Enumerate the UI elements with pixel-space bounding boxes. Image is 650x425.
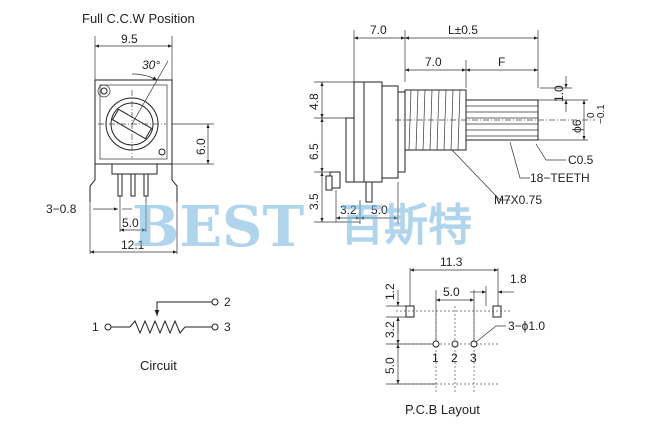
dim-width-label: 9.5 [121, 32, 138, 46]
dim-length-label: L±0.5 [448, 23, 478, 37]
front-view: Full C.C.W Position 9.5 30° 6.0 [46, 11, 214, 254]
dim-pin-label: 3−0.8 [46, 202, 77, 216]
tol-upper-label: 0 [586, 112, 597, 118]
side-body [353, 81, 383, 183]
watermark-cjk: 百斯特 [340, 200, 472, 251]
dim-tip-label: 1.0 [552, 85, 566, 102]
dim-body-label: 7.0 [370, 23, 387, 37]
dim-mid-label: 6.5 [307, 143, 321, 160]
brand-watermark: BEST 百斯特 [132, 194, 472, 260]
tol-lower-label: −0.1 [596, 104, 607, 124]
pcb-width-label: 11.3 [440, 255, 463, 269]
pcb-row-label: 3.2 [383, 321, 397, 338]
teeth-label: 18−TEETH [530, 171, 590, 185]
pcb-holes-label: 3−ϕ1.0 [508, 319, 545, 333]
knurl-lines [466, 105, 538, 137]
wiper-arrow [154, 301, 212, 316]
pcb-layout: 11.3 1.8 1.2 5.0 3.2 5.0 3−ϕ1.0 1 [383, 255, 545, 417]
pcb-pitch-label: 5.0 [443, 285, 460, 299]
circuit-caption: Circuit [140, 358, 177, 373]
circuit-pin1-label: 1 [92, 320, 99, 334]
dim-pitch-label: 5.0 [122, 216, 139, 230]
dim-pinlen-label: 3.5 [307, 193, 321, 210]
pcb-pad-left [405, 305, 415, 318]
pcb-bottom-label: 5.0 [383, 357, 397, 374]
side-view: 7.0 L±0.5 7.0 F [307, 23, 607, 224]
dim-top-label: 4.8 [307, 93, 321, 110]
chamfer-label: C0.5 [568, 153, 594, 167]
resistor-zigzag [129, 319, 186, 335]
dim-f-label: F [498, 55, 505, 69]
dim-total-label: 12.1 [121, 238, 145, 252]
pin-1 [117, 173, 123, 197]
circuit-pin3-label: 3 [224, 320, 231, 334]
pcb-pin1-label: 1 [432, 351, 439, 365]
dim-shaft-label: ϕ6 [570, 119, 584, 133]
pcb-pad-right [492, 305, 502, 318]
circuit-diagram: 1 3 2 Circuit [92, 295, 231, 373]
front-view-title: Full C.C.W Position [82, 11, 195, 26]
pcb-pin2-label: 2 [451, 351, 458, 365]
mounting-hole-icon [100, 87, 108, 95]
pcb-caption: P.C.B Layout [405, 402, 480, 417]
pin-2 [130, 173, 136, 197]
dim-angle-label: 30° [142, 58, 160, 72]
dim-pin-b-label: 5.0 [371, 203, 388, 217]
pcb-hole-1 [432, 340, 440, 348]
dim-height-label: 6.0 [194, 138, 208, 155]
pcb-pad-label: 1.8 [510, 272, 527, 286]
pcb-top-label: 1.2 [383, 283, 397, 300]
pin-3 [143, 173, 149, 197]
pcb-hole-2 [451, 340, 459, 348]
circuit-pin2-label: 2 [224, 295, 231, 309]
dim-pin-a-label: 3.2 [340, 203, 357, 217]
thread-label: M7X0.75 [494, 193, 542, 207]
pcb-hole-3 [470, 340, 478, 348]
dim-thread-label: 7.0 [425, 55, 442, 69]
watermark-latin: BEST [132, 194, 304, 260]
pcb-pin3-label: 3 [470, 351, 477, 365]
